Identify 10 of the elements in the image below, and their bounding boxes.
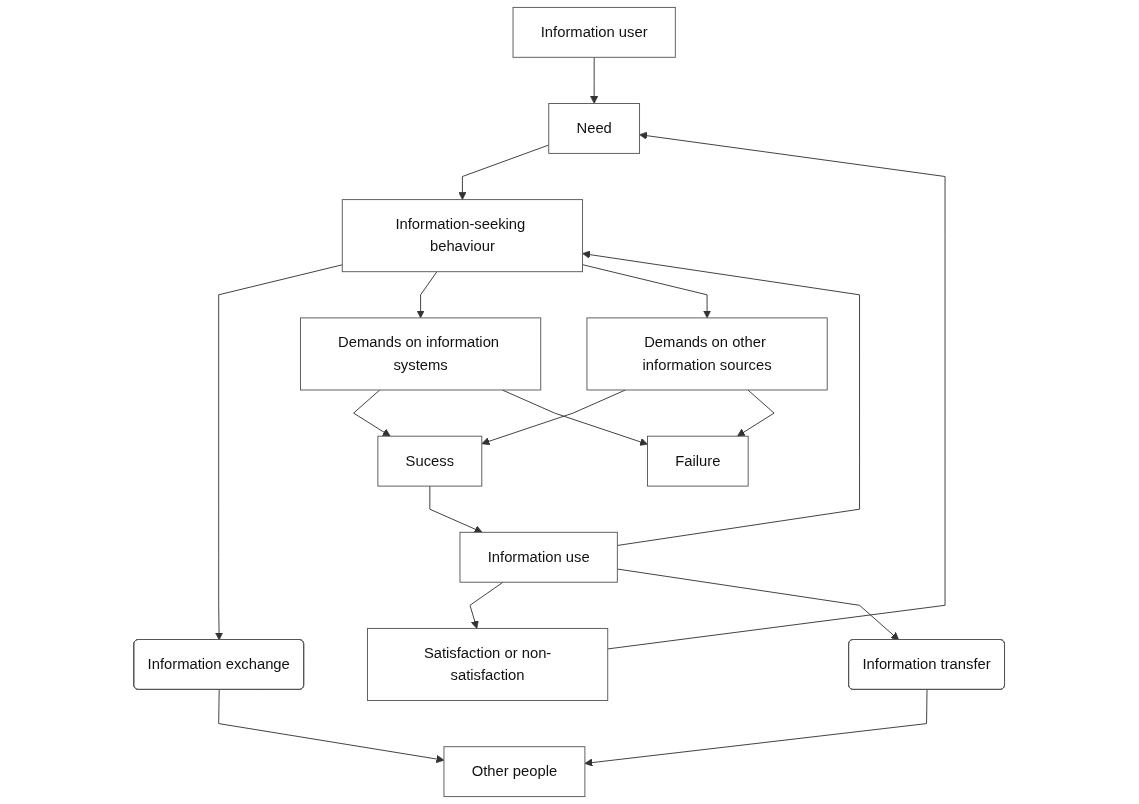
node-box: Satisfaction or non-satisfaction xyxy=(367,627,609,701)
node-box: Demands on other information sources xyxy=(586,317,829,391)
node-box: Information user xyxy=(512,6,677,58)
node-box: Failure xyxy=(647,435,749,487)
node-box: Sucess xyxy=(377,435,483,487)
node-box: Information use xyxy=(459,531,619,583)
node-box: Information-seeking behaviour xyxy=(342,199,584,273)
node-box: Need xyxy=(548,103,641,154)
node-box: Demands on information systems xyxy=(300,317,542,391)
node-box: Other people xyxy=(443,746,586,798)
